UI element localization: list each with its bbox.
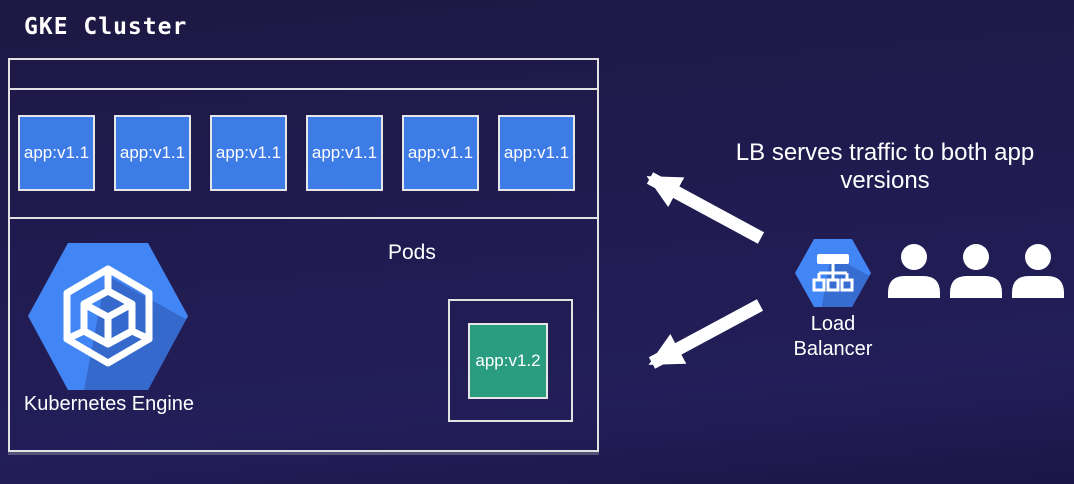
user-icon xyxy=(950,244,1002,298)
cluster-boundary-box xyxy=(8,58,599,452)
pod-v2-box: app:v1.2 xyxy=(468,323,548,399)
pod-v1-box: app:v1.1 xyxy=(18,115,95,191)
load-balancer-label: Load Balancer xyxy=(793,313,873,360)
pod-v1-box: app:v1.1 xyxy=(498,115,575,191)
diagram-title: GKE Cluster xyxy=(24,14,188,40)
lb-annotation-text: LB serves traffic to both app versions xyxy=(735,139,1035,194)
kubernetes-engine-label: Kubernetes Engine xyxy=(23,393,195,415)
pod-v1-box: app:v1.1 xyxy=(402,115,479,191)
pods-label: Pods xyxy=(388,241,436,264)
user-icon xyxy=(1012,244,1064,298)
user-icon xyxy=(888,244,940,298)
node-section-divider xyxy=(10,217,597,219)
arrow-to-v2-pod-icon xyxy=(648,299,764,369)
cluster-header-divider xyxy=(10,88,597,90)
pod-v1-box: app:v1.1 xyxy=(210,115,287,191)
pod-v1-box: app:v1.1 xyxy=(114,115,191,191)
kubernetes-engine-icon xyxy=(28,243,188,390)
load-balancer-icon xyxy=(795,239,871,307)
canary-pod-outline-box xyxy=(448,299,573,422)
pod-v1-box: app:v1.1 xyxy=(306,115,383,191)
